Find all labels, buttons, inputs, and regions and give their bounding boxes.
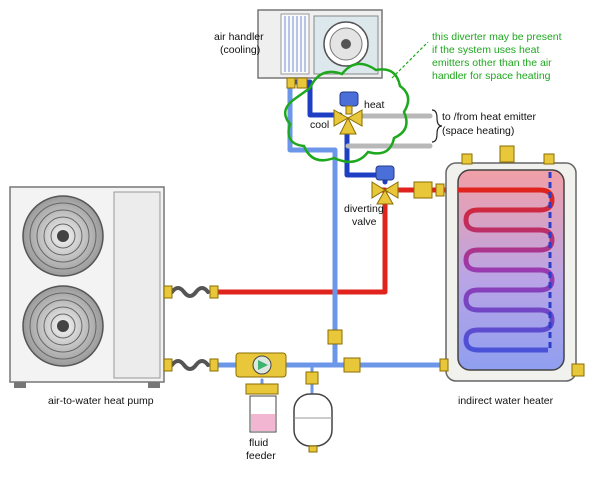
check-valve [413, 181, 433, 199]
blower-icon [323, 21, 369, 67]
union-fitting [163, 358, 173, 372]
air-handler-label: air handler [214, 31, 264, 43]
note-leader-line [391, 41, 429, 79]
note-line: handler for space heating [432, 70, 551, 82]
union-fitting [163, 285, 173, 299]
union-fitting [461, 153, 473, 165]
union-fitting [439, 358, 449, 372]
indirect-water-heater [439, 145, 585, 382]
note-line: if the system uses heat [432, 44, 539, 56]
water-heater-label: indirect water heater [458, 395, 554, 407]
note-line: emitters other than the air [432, 57, 552, 69]
diverting-valve-label: diverting [344, 203, 384, 215]
fluid-feeder-sublabel: feeder [246, 450, 276, 462]
cool-label: cool [310, 119, 329, 131]
relief-valve [499, 145, 515, 163]
union-fitting [543, 153, 555, 165]
heat-label: heat [364, 99, 385, 111]
union-fitting [209, 358, 219, 372]
note-line: this diverter may be present [432, 31, 562, 43]
heat-pump [9, 186, 219, 388]
air-handler [257, 9, 383, 89]
air-separator [305, 371, 319, 385]
fan-icon [22, 195, 104, 277]
heat-emitter-sublabel: (space heating) [442, 125, 514, 137]
purge-valve [327, 329, 361, 373]
union-fitting [435, 183, 445, 197]
diverting-valve-sublabel: valve [352, 216, 377, 228]
optional-diverter-cloud [283, 62, 410, 164]
fluid-feeder [245, 383, 279, 433]
fluid-feeder-label: fluid [249, 437, 268, 449]
heat-pump-label: air-to-water heat pump [48, 395, 154, 407]
diverting-valve [371, 165, 399, 205]
expansion-tank [293, 393, 333, 453]
fan-icon [22, 285, 104, 367]
union-fitting [209, 285, 219, 299]
diverter-note: this diverter may be present if the syst… [432, 31, 562, 82]
flex-connector-bottom [170, 359, 210, 371]
drain-valve [571, 363, 585, 377]
airhandler-return-pipe [287, 79, 338, 368]
flex-connector-top [170, 286, 210, 298]
circulator-pump [235, 352, 287, 378]
heat-emitter-label: to /from heat emitter [442, 111, 536, 123]
heat-emitter-bracket [431, 109, 443, 143]
cool-heat-valve [333, 91, 363, 135]
air-handler-sublabel: (cooling) [220, 44, 260, 56]
coil-icon [284, 16, 306, 72]
